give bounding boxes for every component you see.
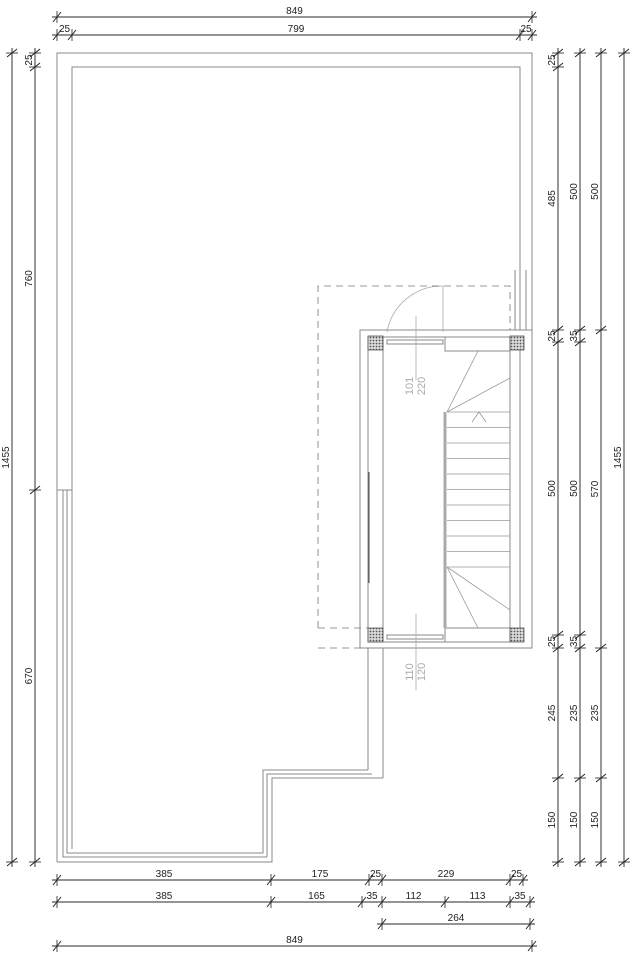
right-dimension-chain-1-label: 150 <box>547 811 558 828</box>
bottom-dimension-chain-1-label: 175 <box>312 869 329 880</box>
winder-line <box>446 566 511 611</box>
bottom-dimension-chain-1-label: 25 <box>511 869 523 880</box>
dimensions: 849 25 799 25 1455 25 760 670 25 485 25 500 25 245 150… <box>1 6 630 952</box>
bottom-dimension-chain-2-label: 385 <box>156 891 173 902</box>
top-segment-dimension-label: 25 <box>59 24 71 35</box>
door-width: 101 <box>404 377 416 395</box>
stair-direction-arrow <box>471 411 487 423</box>
walls <box>56 52 533 863</box>
bottom-dimension-chain-1-label: 229 <box>438 869 455 880</box>
bottom-dimension-chain-2-label: 35 <box>366 891 378 902</box>
right-dimension-chain-1-label: 25 <box>547 330 558 342</box>
top-segment-dimension-label: 25 <box>520 24 532 35</box>
right-dimension-chain-2-label: 35 <box>569 636 580 648</box>
right-dimension-chain-1-label: 245 <box>547 704 558 721</box>
right-dimension-chain-3-label: 235 <box>590 704 601 721</box>
right-dimension-chain-2-label: 235 <box>569 704 580 721</box>
left-segment-dimension-label: 760 <box>24 270 35 287</box>
right-overall-dimension-label: 1455 <box>613 446 624 469</box>
bottom-dimension-chain-2-label: 35 <box>514 891 526 902</box>
bottom-dimension-chain-2-label: 113 <box>470 891 486 902</box>
bottom-dimension-chain-2-label: 165 <box>308 891 325 902</box>
left-segment-dimension-label: 670 <box>24 667 35 684</box>
bottom-dimension-chain-1-label: 385 <box>156 869 173 880</box>
right-dimension-chain-2-label: 500 <box>569 183 580 200</box>
window-width: 110 <box>404 663 416 681</box>
staircase <box>446 350 511 629</box>
right-dimension-chain-1-label: 500 <box>547 480 558 497</box>
right-dimension-chain-3-label: 500 <box>590 183 601 200</box>
top-segment-dimension-label: 799 <box>288 24 305 35</box>
bottom-dimension-chain-1-label: 25 <box>370 869 382 880</box>
door-height: 220 <box>416 377 428 395</box>
right-dimension-chain-2-label: 35 <box>569 330 580 342</box>
bottom-overall-dimension-label: 849 <box>286 935 303 946</box>
winder-line <box>446 350 479 413</box>
columns <box>367 335 525 643</box>
right-dimension-chain-1-label: 25 <box>547 54 558 66</box>
winder-line <box>446 566 479 629</box>
right-dimension-chain-2-label: 150 <box>569 811 580 828</box>
right-dimension-chain-2-label: 500 <box>569 480 580 497</box>
right-dimension-chain-3-label: 570 <box>590 480 601 497</box>
left-segment-dimension-label: 25 <box>24 54 35 66</box>
right-dimension-chain-1-label: 25 <box>547 636 558 648</box>
overhead-outline <box>317 285 511 649</box>
door-label: 101 220 <box>404 377 428 395</box>
right-dimension-chain-1-label: 485 <box>547 190 558 207</box>
winder-line <box>446 377 511 413</box>
left-overall-dimension-label: 1455 <box>1 446 12 469</box>
right-dimension-chain-3-label: 150 <box>590 811 601 828</box>
window-height: 120 <box>416 663 428 681</box>
window-label: 110 120 <box>404 663 428 681</box>
bottom-dimension-chain-3-label: 264 <box>448 913 465 924</box>
bottom-dimension-chain-2-label: 112 <box>406 891 422 902</box>
top-overall-dimension-label: 849 <box>286 6 303 17</box>
door <box>386 285 444 690</box>
